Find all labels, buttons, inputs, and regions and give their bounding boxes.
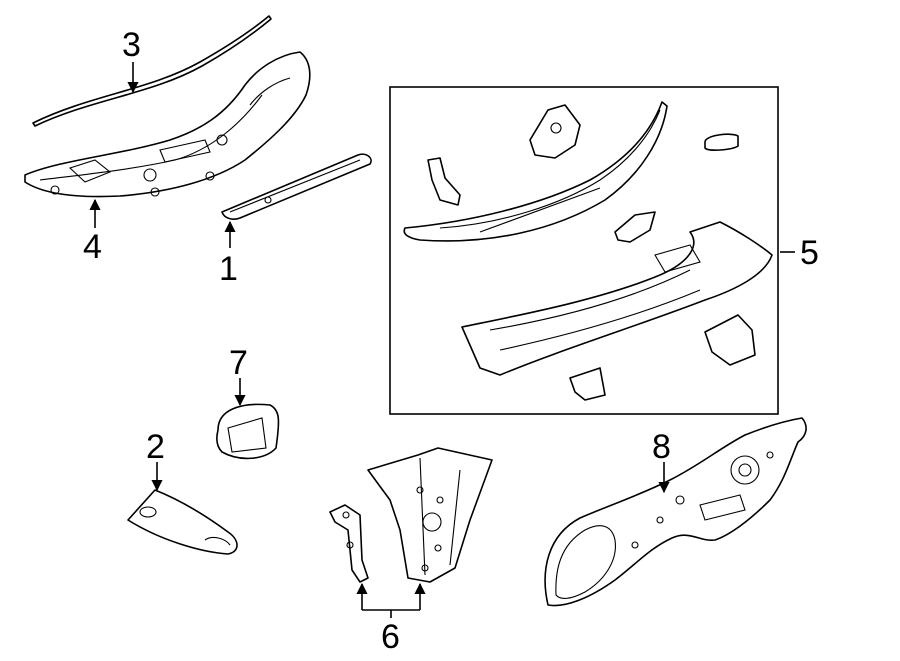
callout-1: 1 [219,250,238,288]
part-2-reinforcement [127,489,238,555]
callout-2: 2 [146,428,165,466]
part-1-brace [221,153,372,220]
part-4-upper-cowl [24,51,311,198]
part-3-seal [32,15,272,127]
callout-4: 4 [83,228,102,266]
part-7-bracket [216,403,280,460]
callout-7: 7 [229,344,248,382]
callout-3: 3 [122,26,141,64]
leader-arrows-6 [356,582,426,618]
callout-5: 5 [800,234,819,272]
callout-8: 8 [652,428,671,466]
part-6-hinge-pillar [329,447,493,583]
part-5-inset-box [389,86,779,415]
part-8-dash-panel [544,417,807,607]
callout-6: 6 [381,618,400,656]
